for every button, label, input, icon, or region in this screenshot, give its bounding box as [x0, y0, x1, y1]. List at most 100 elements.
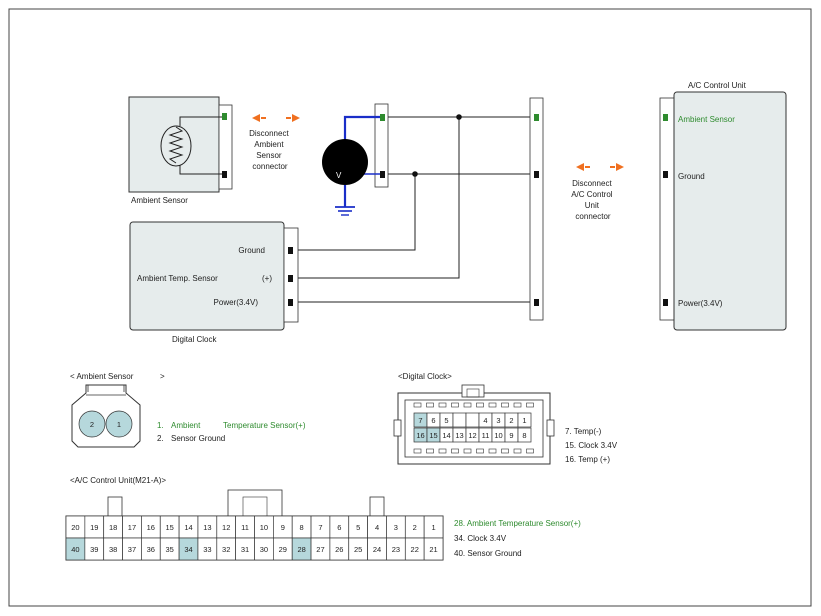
clock-key-tooth: [451, 448, 459, 454]
splice-point: [412, 171, 418, 177]
voltmeter-icon: V: [322, 115, 380, 216]
acu-pin-number: 1: [431, 523, 435, 532]
clock-key-tooth: [488, 402, 497, 408]
page-frame: [8, 8, 812, 607]
clock-key-tooth: [488, 448, 497, 454]
acu-pin-number: 3: [394, 523, 398, 532]
clock-pin-number: 5: [444, 416, 448, 425]
acu-pin-number: 22: [411, 545, 419, 554]
digital-clock-label: Digital Clock: [172, 335, 217, 344]
clock-key-tooth: [513, 448, 522, 454]
acu-pin-number: 32: [222, 545, 230, 554]
clock-key-tooth: [501, 448, 509, 454]
clock-pin-number: 7: [418, 416, 422, 425]
acu-pin-number: 27: [316, 545, 324, 554]
acu-pin-number: 14: [184, 523, 192, 532]
clock-connector-title: <Digital Clock>: [398, 372, 452, 381]
acu-pin-number: 38: [109, 545, 117, 554]
acu-pin-number: 34: [184, 545, 192, 554]
acu-pin-number: 21: [429, 545, 437, 554]
acu-pin-number: 30: [260, 545, 268, 554]
clock-pin-number: 4: [483, 416, 487, 425]
acu-pin-number: 11: [241, 523, 249, 532]
clock-key-tooth: [463, 402, 472, 408]
clock-temp-sensor-label: Ambient Temp. Sensor: [137, 274, 218, 283]
clock-pin-number: 15: [429, 431, 437, 440]
thermistor-icon: [160, 116, 222, 175]
svg-text:2.: 2.: [157, 434, 164, 443]
acu-pin-number: 26: [335, 545, 343, 554]
clock-key-tooth: [426, 448, 434, 454]
acu-pin-number: 8: [300, 523, 304, 532]
disconnect-acu-label: Disconnect A/C Control Unit connector: [571, 179, 615, 221]
svg-text:28. Ambient Temperature Sensor: 28. Ambient Temperature Sensor(+): [454, 519, 581, 528]
acu-pin-number: 37: [128, 545, 136, 554]
svg-text:>: >: [160, 372, 165, 381]
ambient-connector-title: < Ambient Sensor: [70, 372, 134, 381]
harness-wires: [294, 114, 535, 303]
clock-key-tooth: [476, 402, 484, 408]
acu-pin-number: 16: [147, 523, 155, 532]
clock-pin-empty: [465, 412, 480, 428]
ambient-pin-2: [78, 410, 106, 438]
ambient-sensor-component: Ambient Sensor: [128, 96, 233, 205]
acu-pin-21: [423, 537, 444, 561]
acu-title: A/C Control Unit: [688, 81, 747, 90]
acu-pin-number: 13: [203, 523, 211, 532]
acu-pin-number: 36: [147, 545, 155, 554]
clock-pin-number: 12: [468, 431, 476, 440]
acu-connector-title: <A/C Control Unit(M21-A)>: [70, 476, 166, 485]
acu-pin-number: 4: [375, 523, 379, 532]
acu-pin-number: 35: [166, 545, 174, 554]
acu-ground-label: Ground: [678, 172, 705, 181]
clock-plus-label: (+): [262, 274, 272, 283]
acu-pin-number: 15: [166, 523, 174, 532]
clock-key-tooth: [438, 448, 447, 454]
svg-text:7. Temp(-): 7. Temp(-): [565, 427, 602, 436]
clock-pin-1: [517, 412, 532, 428]
clock-pin-empty: [452, 412, 467, 428]
ambient-sensor-pin-1: [222, 113, 227, 120]
acu-pin-number: 17: [128, 523, 136, 532]
acu-pin-number: 2: [413, 523, 417, 532]
acu-pin-number: 20: [71, 523, 79, 532]
harness-connector-ambient: [374, 103, 389, 188]
svg-text:Ambient: Ambient: [171, 421, 201, 430]
disconnect-ambient-label: Disconnect Ambient Sensor connector: [249, 129, 291, 171]
svg-text:40. Sensor Ground: 40. Sensor Ground: [454, 549, 522, 558]
clock-key-tooth: [526, 448, 534, 454]
harness-connector-acu: [529, 97, 544, 321]
clock-pin-number: 16: [416, 431, 424, 440]
clock-key-tooth: [526, 402, 534, 408]
acu-pin-number: 28: [297, 545, 305, 554]
splice-point: [456, 114, 462, 120]
clock-ground-label: Ground: [238, 246, 265, 255]
acu-pin-number: 10: [260, 523, 268, 532]
clock-pin-8: [517, 427, 532, 443]
clock-pin-number: 10: [494, 431, 502, 440]
acu-pin-number: 23: [392, 545, 400, 554]
acu-pin-number: 31: [241, 545, 249, 554]
acu-pin-number: 7: [318, 523, 322, 532]
acu-pin-number: 6: [337, 523, 341, 532]
acu-connector-legend: 28. Ambient Temperature Sensor(+) 34. Cl…: [454, 519, 581, 558]
clock-key-tooth: [413, 402, 422, 408]
acu-power-label: Power(3.4V): [678, 299, 723, 308]
ambient-connector-view: < Ambient Sensor > 2 1: [70, 372, 165, 448]
clock-pin-number: 8: [522, 431, 526, 440]
acu-pin-number: 39: [90, 545, 98, 554]
acu-pin-number: 33: [203, 545, 211, 554]
svg-text:Sensor Ground: Sensor Ground: [171, 434, 225, 443]
clock-pin-number: 9: [509, 431, 513, 440]
ambient-connector-legend: 1. Ambient Temperature Sensor(+) 2. Sens…: [157, 421, 306, 443]
clock-power-label: Power(3.4V): [214, 298, 259, 307]
svg-text:V: V: [336, 171, 342, 180]
clock-key-tooth: [438, 402, 447, 408]
svg-text:1.: 1.: [157, 421, 164, 430]
acu-pin-number: 24: [373, 545, 381, 554]
clock-key-tooth: [476, 448, 484, 454]
ambient-sensor-pin-2: [222, 171, 227, 178]
